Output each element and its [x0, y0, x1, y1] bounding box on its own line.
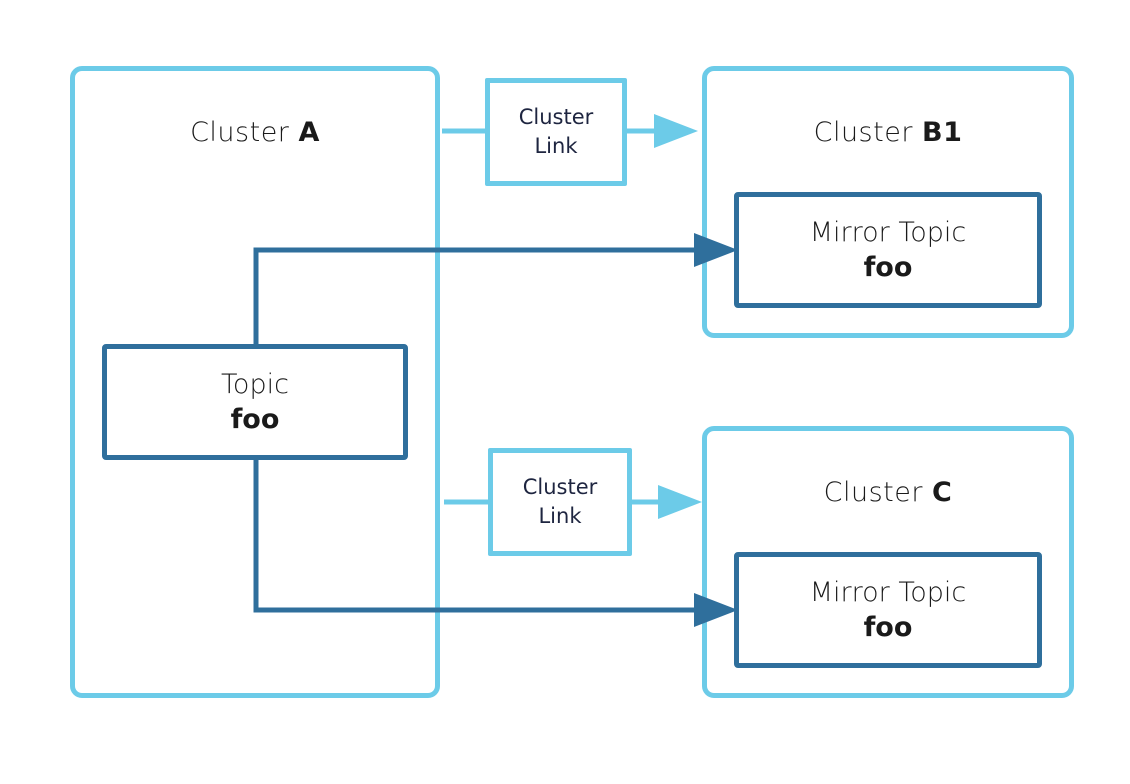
cluster-link-top-line2: Link [534, 134, 578, 158]
cluster-link-box-top: Cluster Link [485, 78, 627, 186]
cluster-b1-prefix: Cluster [813, 117, 913, 148]
cluster-a-title: Cluster A [75, 117, 435, 148]
source-topic-label: Topic [221, 369, 289, 400]
mirror-topic-b1-label: Mirror Topic [809, 217, 967, 248]
cluster-a-name: A [298, 117, 320, 148]
mirror-topic-b1-box: Mirror Topic foo [734, 192, 1042, 308]
source-topic-name: foo [230, 404, 280, 435]
mirror-path-c [253, 458, 698, 613]
cluster-b1-title: Cluster B1 [707, 117, 1069, 148]
mirror-arrow-b1-head [694, 233, 738, 267]
cluster-link-box-bottom: Cluster Link [488, 448, 632, 556]
mirror-path-b1 [253, 247, 698, 346]
mirror-arrow-c-head [694, 593, 738, 627]
mirror-topic-c-name: foo [863, 612, 913, 643]
cluster-c-title: Cluster C [707, 477, 1069, 508]
mirror-topic-b1-name: foo [863, 252, 913, 283]
cluster-c-prefix: Cluster [823, 477, 923, 508]
source-topic-box: Topic foo [102, 344, 408, 460]
cluster-link-arrow-b1-head [654, 114, 698, 148]
mirror-topic-c-box: Mirror Topic foo [734, 552, 1042, 668]
cluster-link-bottom-line1: Cluster [522, 475, 598, 499]
cluster-link-bottom-line2: Link [538, 504, 582, 528]
cluster-link-arrow-c-head [658, 485, 702, 519]
cluster-c-name: C [932, 477, 953, 508]
mirror-topic-c-label: Mirror Topic [809, 577, 967, 608]
cluster-link-top-line1: Cluster [518, 105, 594, 129]
cluster-a-prefix: Cluster [190, 117, 290, 148]
cluster-b1-name: B1 [922, 117, 963, 148]
